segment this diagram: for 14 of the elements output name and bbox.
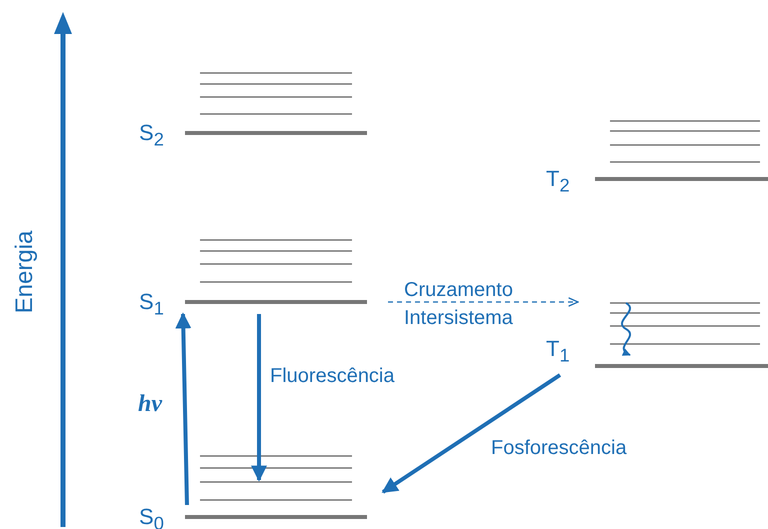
axis-label: Energia bbox=[11, 230, 39, 316]
arrow bbox=[388, 297, 579, 307]
state-label: T$_{2}$ bbox=[546, 168, 570, 196]
state-label: S$_{2}$ bbox=[139, 122, 164, 150]
edge-label: Fosforescência bbox=[491, 436, 628, 460]
wavy-arrow bbox=[621, 302, 631, 356]
arrow bbox=[175, 312, 192, 506]
edge-label: hv bbox=[138, 392, 162, 416]
state-label: S$_{1}$ bbox=[139, 291, 164, 320]
state-label: T$_{1}$ bbox=[546, 338, 570, 366]
edge-label: Cruzamento Intersistema bbox=[404, 278, 514, 331]
arrow bbox=[251, 314, 267, 482]
arrow bbox=[382, 373, 562, 494]
edge-label: Fluorescência bbox=[270, 364, 396, 388]
